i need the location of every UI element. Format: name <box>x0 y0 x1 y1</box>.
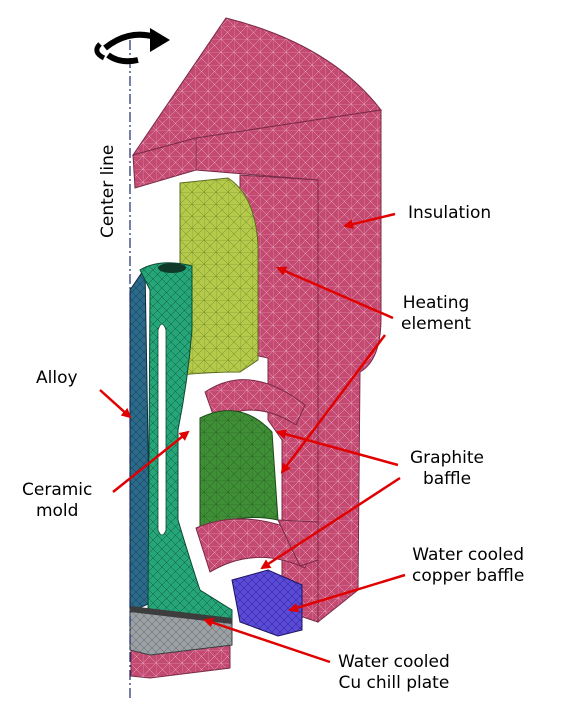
ceramic-mold <box>139 262 233 625</box>
graphite-inner-zone <box>199 410 279 531</box>
center-line-label: Center line <box>98 144 118 238</box>
ceramic-mold-label: Ceramic mold <box>22 480 92 523</box>
chill-plate-label: Water cooled Cu chill plate <box>338 652 450 695</box>
chill-plate-label-line1: Water cooled <box>338 652 450 672</box>
alloy-casting <box>129 266 151 613</box>
alloy-label: Alloy <box>36 368 78 388</box>
ceramic-label-line1: Ceramic <box>22 480 93 500</box>
arrow-copper-baffle <box>288 573 406 613</box>
insulation-label: Insulation <box>408 203 492 223</box>
arrow-graphite-2 <box>260 476 401 570</box>
heating-label-line2: element <box>401 314 472 335</box>
arrow-heating-1 <box>276 266 394 320</box>
graphite-label-line1: Graphite <box>410 448 484 468</box>
pointer-arrows <box>99 212 406 664</box>
arrow-ceramic <box>112 430 190 493</box>
chill-plate-label-line2: Cu chill plate <box>338 673 450 694</box>
heating-label-line1: Heating <box>402 293 470 313</box>
arrow-alloy <box>99 389 132 419</box>
arrow-graphite-1 <box>276 429 399 467</box>
arrow-insulation <box>343 212 396 229</box>
graphite-label-line2: baffle <box>422 469 472 490</box>
arrow-heating-2 <box>280 334 386 474</box>
rotation-arrow-icon <box>94 28 170 65</box>
heating-element <box>179 177 259 376</box>
copper-baffle-label: Water cooled copper baffle <box>412 545 524 588</box>
graphite-baffle-lower <box>195 518 319 573</box>
copper-baffle-label-line1: Water cooled <box>412 545 525 565</box>
graphite-baffle-label: Graphite baffle <box>410 448 484 491</box>
ceramic-label-line2: mold <box>35 501 79 522</box>
copper-baffle-label-line2: copper baffle <box>412 566 525 587</box>
arrow-chill-plate <box>203 617 331 664</box>
copper-baffle <box>231 569 303 637</box>
heating-element-label: Heating element <box>401 293 471 336</box>
